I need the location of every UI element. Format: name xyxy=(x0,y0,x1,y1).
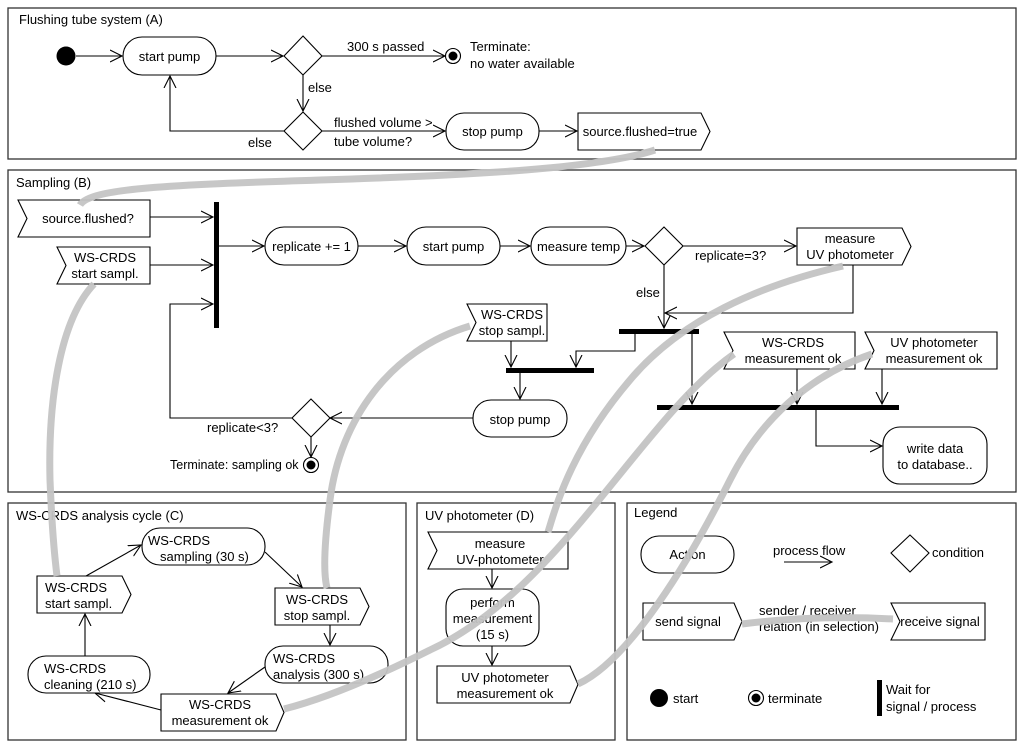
receive-signal-source-flushed xyxy=(17,199,151,238)
signal-label: WS-CRDS xyxy=(45,580,107,595)
signal-label: UV photometer xyxy=(806,247,894,262)
legend-label: signal / process xyxy=(886,699,977,714)
panel-legend-title: Legend xyxy=(634,505,677,520)
legend-label: Wait for xyxy=(886,682,931,697)
action-ws-analysis xyxy=(264,645,389,684)
start-node-icon xyxy=(56,46,76,66)
terminate-label: Terminate: sampling ok xyxy=(170,458,299,472)
relation-ws-stop-sampl xyxy=(321,322,472,589)
action-label: WS-CRDS xyxy=(273,651,335,666)
signal-label: start sampl. xyxy=(71,266,138,281)
legend-label: start xyxy=(673,691,699,706)
action-label: cleaning (210 s) xyxy=(44,677,137,692)
signal-label: measurement ok xyxy=(745,351,842,366)
send-signal-uv-measurement-ok xyxy=(436,665,579,704)
signal-label: WS-CRDS xyxy=(286,592,348,607)
signal-label: stop sampl. xyxy=(479,323,545,338)
signal-label: UV photometer xyxy=(890,335,978,350)
action-label: start pump xyxy=(423,239,484,254)
signal-label: source.flushed? xyxy=(42,211,134,226)
legend-label: condition xyxy=(932,545,984,560)
relation-ws-start-sampl xyxy=(46,281,97,577)
action-label: stop pump xyxy=(490,412,551,427)
join-bar-main xyxy=(214,202,219,328)
send-signal-ws-measurement-ok xyxy=(160,693,285,732)
panel-d-title: UV photometer (D) xyxy=(425,508,534,523)
signal-label: measurement ok xyxy=(172,713,269,728)
legend-label: terminate xyxy=(768,691,822,706)
legend-label: receive signal xyxy=(900,614,980,629)
action-label: (15 s) xyxy=(476,627,509,642)
guard-label: tube volume? xyxy=(334,134,412,149)
send-signal-ws-stop xyxy=(274,587,370,626)
legend-receive-signal-shape xyxy=(890,602,986,641)
relation-measure-uv xyxy=(544,262,844,534)
terminate-label: no water available xyxy=(470,56,575,71)
legend-label: process flow xyxy=(773,543,846,558)
signal-label: source.flushed=true xyxy=(583,124,698,139)
receive-signal-ws-stop xyxy=(466,303,548,342)
action-label: write data xyxy=(906,441,964,456)
guard-label: else xyxy=(636,285,660,300)
guard-label: flushed volume > xyxy=(334,115,433,130)
legend-condition-diamond-icon xyxy=(890,534,930,573)
join-bar-measure xyxy=(619,329,699,334)
guard-label: 300 s passed xyxy=(347,39,424,54)
terminate-label: Terminate: xyxy=(470,39,531,54)
send-signal-measure-uv xyxy=(796,227,912,266)
action-label: WS-CRDS xyxy=(148,533,210,548)
signal-label: WS-CRDS xyxy=(481,307,543,322)
action-label: sampling (30 s) xyxy=(160,549,249,564)
signal-label: UV-photometer xyxy=(456,552,544,567)
signal-label: stop sampl. xyxy=(284,608,350,623)
legend-relation-line xyxy=(741,614,894,628)
signal-label: WS-CRDS xyxy=(74,250,136,265)
signal-label: WS-CRDS xyxy=(762,335,824,350)
receive-signal-ws-measurement-ok xyxy=(723,331,856,370)
relation-source-flushed xyxy=(76,146,657,208)
send-signal-ws-start xyxy=(36,575,132,614)
guard-label: replicate=3? xyxy=(695,248,766,263)
action-label: analysis (300 s) xyxy=(273,667,364,682)
signal-label: measurement ok xyxy=(886,351,983,366)
signal-label: WS-CRDS xyxy=(189,697,251,712)
action-label: WS-CRDS xyxy=(44,661,106,676)
guard-label: replicate<3? xyxy=(207,420,278,435)
signal-label: measure xyxy=(825,231,876,246)
panel-a-title: Flushing tube system (A) xyxy=(19,12,163,27)
panel-c-title: WS-CRDS analysis cycle (C) xyxy=(16,508,184,523)
legend-label: send signal xyxy=(655,614,721,629)
join-bar-stop xyxy=(506,368,594,373)
action-ws-cleaning xyxy=(27,655,151,694)
receive-signal-uv-measurement-ok xyxy=(864,331,998,370)
relation-uv-measurement-ok xyxy=(576,350,874,688)
action-label: measure temp xyxy=(537,239,620,254)
receive-signal-ws-start xyxy=(56,246,151,285)
legend-start-icon xyxy=(650,689,668,707)
panel-b-title: Sampling (B) xyxy=(16,175,91,190)
action-label: start pump xyxy=(139,49,200,64)
legend-wait-bar-icon xyxy=(877,680,882,716)
signal-label: measurement ok xyxy=(457,686,554,701)
legend-send-signal-shape xyxy=(642,602,743,641)
receive-signal-measure-uv xyxy=(427,531,569,570)
guard-label: else xyxy=(308,80,332,95)
action-label: replicate += 1 xyxy=(272,239,351,254)
join-bar-write xyxy=(657,405,899,410)
signal-label: measure xyxy=(475,536,526,551)
send-signal-source-flushed xyxy=(577,112,711,151)
signal-label: start sampl. xyxy=(45,596,112,611)
action-write-data xyxy=(882,426,988,485)
decision-diamond-icon xyxy=(283,111,323,151)
signal-label: UV photometer xyxy=(461,670,549,685)
action-label: to database.. xyxy=(897,457,972,472)
guard-label: else xyxy=(248,135,272,150)
relation-ws-measurement-ok xyxy=(283,351,737,713)
action-label: stop pump xyxy=(462,124,523,139)
